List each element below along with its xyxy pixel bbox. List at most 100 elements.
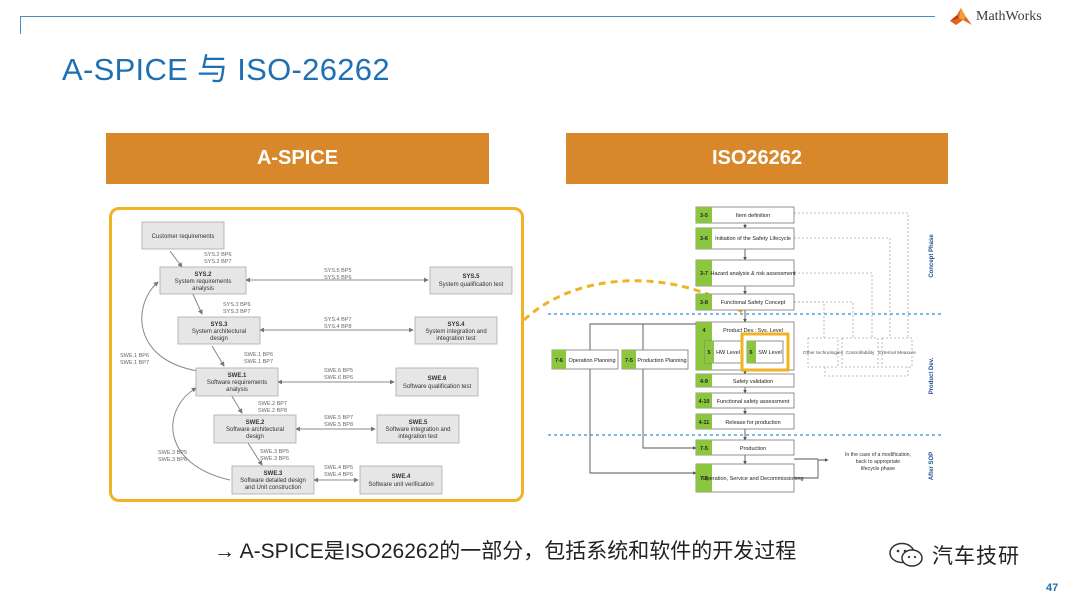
bp-label: SWE.6 BP5 <box>324 368 353 374</box>
aspice-diagram-frame: SYS.2 BP6 SYS.2 BP7 SYS.5 BP5 SYS.5 BP6 … <box>109 207 524 502</box>
svg-text:SYS.4: SYS.4 <box>447 322 465 328</box>
svg-text:System qualification test: System qualification test <box>439 282 504 288</box>
svg-text:SYS.3 BP6: SYS.3 BP6 <box>223 302 251 308</box>
svg-text:SW Level: SW Level <box>758 350 782 356</box>
svg-text:Production: Production <box>740 446 766 452</box>
svg-text:3-5: 3-5 <box>700 213 708 219</box>
svg-text:SWE.1: SWE.1 <box>228 373 247 379</box>
svg-text:Initiation of the Safety Lifec: Initiation of the Safety Lifecycle <box>715 236 791 242</box>
svg-text:analysis: analysis <box>192 286 214 292</box>
svg-text:Software integration and: Software integration and <box>385 427 450 433</box>
iso-other-technologies: Other technologies <box>803 350 844 356</box>
bp-label: SWE.4 BP6 <box>324 472 353 478</box>
svg-text:Operation, Service and Decommi: Operation, Service and Decommissioning <box>702 476 803 482</box>
svg-text:SWE.2: SWE.2 <box>246 420 265 426</box>
bp-label: SYS.5 BP5 <box>324 268 352 274</box>
svg-text:7-5: 7-5 <box>700 446 708 452</box>
iso-item-4-9: 4-9 Safety validation <box>695 373 795 388</box>
phase-label-concept: Concept Phase <box>929 234 935 278</box>
iso-sw-level: 6 SW Level <box>746 340 784 364</box>
svg-text:4-9: 4-9 <box>700 379 708 385</box>
svg-text:SWE.3: SWE.3 <box>264 471 283 477</box>
iso-item-3-5: 3-5 Item definition <box>695 206 795 224</box>
svg-text:SYS.2: SYS.2 <box>194 272 212 278</box>
aspice-box-swe2: SWE.2 Software architectural design <box>213 414 297 444</box>
aspice-box-swe1: SWE.1 Software requirements analysis <box>195 367 279 397</box>
aspice-box-sys3: SYS.3 System architectural design <box>177 316 261 345</box>
aspice-box-sys4: SYS.4 System integration and integration… <box>414 316 498 345</box>
iso-item-3-6: 3-6 Initiation of the Safety Lifecycle <box>695 227 795 250</box>
svg-text:SYS.2 BP6: SYS.2 BP6 <box>204 252 232 258</box>
svg-text:6: 6 <box>749 350 752 356</box>
aspice-box-swe3: SWE.3 Software detailed design and Unit … <box>231 465 315 495</box>
iso-item-4-11: 4-11 Release for production <box>695 413 795 430</box>
svg-text:SYS.4 BP8: SYS.4 BP8 <box>324 324 352 330</box>
iso-item-3-7: 3-7 Hazard analysis & risk assessment <box>695 259 796 287</box>
svg-text:SWE.3 BP6: SWE.3 BP6 <box>260 456 289 462</box>
svg-text:SYS.5: SYS.5 <box>462 274 480 280</box>
svg-text:3-6: 3-6 <box>700 236 708 242</box>
page-title: A-SPICE 与 ISO-26262 <box>62 52 390 87</box>
aspice-header: A-SPICE <box>106 133 489 184</box>
svg-text:Software qualification test: Software qualification test <box>403 384 472 390</box>
mathworks-logo: MathWorks <box>950 8 1042 26</box>
svg-text:SWE.5 BP8: SWE.5 BP8 <box>324 422 353 428</box>
svg-text:SYS.5 BP6: SYS.5 BP6 <box>324 275 352 281</box>
svg-text:Software detailed design: Software detailed design <box>240 478 306 484</box>
svg-text:Product Dev.: Sys. Level: Product Dev.: Sys. Level <box>723 328 783 334</box>
bp-label: SWE.5 BP7 <box>324 415 353 421</box>
svg-text:SWE.2 BP8: SWE.2 BP8 <box>258 408 287 414</box>
bp-label: SWE.4 BP5 <box>324 465 353 471</box>
svg-text:Software unit verification: Software unit verification <box>368 482 433 488</box>
membrane-icon <box>950 8 972 25</box>
bp-label: SYS.3 BP7 <box>223 309 251 315</box>
svg-text:Operation Planning: Operation Planning <box>568 358 615 364</box>
bp-label: SWE.3 BP6 <box>158 457 187 463</box>
bp-label: SYS.2 BP6 <box>204 252 232 258</box>
svg-text:System requirements: System requirements <box>175 279 232 285</box>
aspice-box-swe6: SWE.6 Software qualification test <box>395 367 479 397</box>
svg-text:SYS.5 BP5: SYS.5 BP5 <box>324 268 352 274</box>
bp-label: SWE.3 BP6 <box>260 456 289 462</box>
svg-text:integration test: integration test <box>436 336 476 342</box>
svg-text:Software architectural: Software architectural <box>226 427 284 433</box>
iso-controllability: Controllability <box>846 350 875 356</box>
svg-text:SWE.5 BP7: SWE.5 BP7 <box>324 415 353 421</box>
aspice-box-sys2: SYS.2 System requirements analysis <box>159 266 247 295</box>
iso-lifecycle-svg: 3-5 Item definition 3-6 Initiation of th… <box>548 206 943 493</box>
svg-text:back to appropriate: back to appropriate <box>856 459 901 465</box>
iso26262-lifecycle-diagram: 3-5 Item definition 3-6 Initiation of th… <box>548 204 943 496</box>
top-rule-tick <box>20 16 21 34</box>
phase-label-after-sop: After SOP <box>929 452 935 480</box>
svg-text:SWE.3 BP5: SWE.3 BP5 <box>158 450 187 456</box>
bp-label: SWE.1 BP6 <box>120 353 149 359</box>
iso26262-header: ISO26262 <box>566 133 948 184</box>
svg-text:4-11: 4-11 <box>699 420 710 426</box>
bp-label: SYS.4 BP7 <box>324 317 352 323</box>
aspice-v-model: SYS.2 BP6 SYS.2 BP7 SYS.5 BP5 SYS.5 BP6 … <box>120 221 513 495</box>
bp-label: SYS.5 BP6 <box>324 275 352 281</box>
svg-text:SWE.1 BP7: SWE.1 BP7 <box>244 359 273 365</box>
aspice-box-customer: Customer requirements <box>141 221 225 250</box>
wechat-icon <box>889 542 923 567</box>
aspice-box-sys5: SYS.5 System qualification test <box>429 266 513 295</box>
bp-label: SWE.3 BP5 <box>260 449 289 455</box>
bp-label: SWE.5 BP8 <box>324 422 353 428</box>
bp-label: SWE.2 BP7 <box>258 401 287 407</box>
svg-text:SWE.4: SWE.4 <box>392 474 411 480</box>
svg-text:4-10: 4-10 <box>698 399 709 405</box>
wechat-watermark: 汽车技研 <box>888 540 1020 570</box>
bp-label: SWE.1 BP7 <box>120 360 149 366</box>
bp-label: SWE.2 BP8 <box>258 408 287 414</box>
svg-text:3-8: 3-8 <box>700 300 708 306</box>
watermark-text: 汽车技研 <box>932 545 1020 568</box>
page-number: 47 <box>1046 582 1059 594</box>
iso-item-7-5: 7-5 Production <box>695 439 795 456</box>
top-rule <box>20 16 935 17</box>
svg-text:5: 5 <box>707 350 710 356</box>
svg-text:integration test: integration test <box>398 434 438 440</box>
svg-text:Release for production: Release for production <box>725 420 780 426</box>
bp-label: SYS.4 BP8 <box>324 324 352 330</box>
iso-hw-level: 5 HW Level <box>704 340 742 364</box>
aspice-box-swe4: SWE.4 Software unit verification <box>359 465 443 495</box>
